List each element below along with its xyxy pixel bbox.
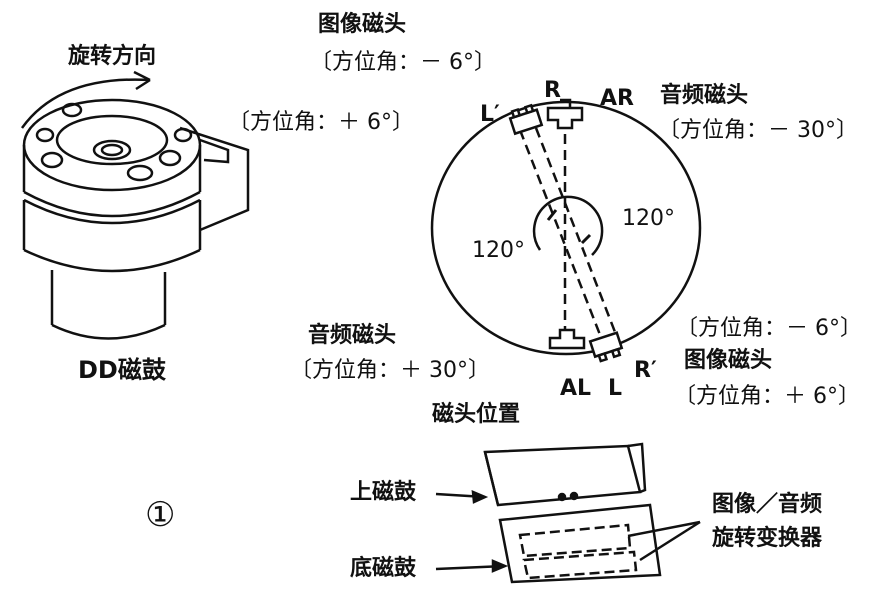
figure-number: ① xyxy=(145,495,176,535)
head-label-l-bottom: L xyxy=(608,376,623,401)
center-arc-arrows xyxy=(546,209,592,245)
head-position-title: 磁头位置 xyxy=(432,402,521,427)
drum-circle xyxy=(430,100,702,356)
video-head-top-angle: 〔方位角：－ 6°〕 xyxy=(310,50,496,75)
rotation-direction-label: 旋转方向 xyxy=(68,44,157,69)
lower-drum-plate xyxy=(498,503,662,584)
video-head-left-angle: 〔方位角：＋ 6°〕 xyxy=(228,110,414,135)
head-label-r-prime: R′ xyxy=(634,358,657,383)
video-head-bottom-label: 图像磁头 xyxy=(684,348,773,373)
pointer-transformer-2 xyxy=(639,520,701,562)
upper-drum-bottom xyxy=(23,190,201,218)
rotation-arrowhead xyxy=(133,70,151,91)
drum-side-block xyxy=(179,126,250,232)
head-al-shape xyxy=(548,328,586,350)
audio-head-bottom-label: 音频磁头 xyxy=(308,323,397,348)
pointer-transformer-1 xyxy=(627,520,701,538)
center-rotation-arc xyxy=(532,195,604,256)
drum-inner-ring xyxy=(55,114,169,166)
rotation-arrow-arc xyxy=(20,78,151,129)
motor-base-bottom xyxy=(51,323,166,340)
head-label-ar: AR xyxy=(600,86,634,111)
drum-center-hub xyxy=(92,139,132,161)
head-position-diagram xyxy=(430,98,702,363)
head-label-l-prime: L′ xyxy=(480,102,500,127)
drum-gap-line xyxy=(23,198,201,225)
upper-drum-label: 上磁鼓 xyxy=(350,480,417,505)
coil-groove-inner xyxy=(522,550,638,580)
drum-center-hole xyxy=(100,143,124,157)
dd-drum-illustration xyxy=(20,70,250,340)
right-angle-2: 〔方位角：＋ 6°〕 xyxy=(674,384,860,409)
head-label-r-top: R xyxy=(544,78,561,103)
head-l-prime-shape xyxy=(508,103,544,136)
rotary-transformer-illustration xyxy=(435,442,701,584)
dashed-line-l-r xyxy=(518,129,606,346)
audio-head-top-angle: 〔方位角：－ 30°〕 xyxy=(658,118,858,143)
coil-groove-outer xyxy=(518,523,632,558)
audio-head-top-label: 音频磁头 xyxy=(660,83,749,108)
audio-head-bottom-angle: 〔方位角：＋ 30°〕 xyxy=(290,358,490,383)
lower-drum-label: 底磁鼓 xyxy=(350,556,417,581)
video-head-top-label: 图像磁头 xyxy=(318,12,407,37)
head-r-prime-shape xyxy=(588,331,624,363)
head-r-top-shape xyxy=(546,106,584,130)
head-label-al: AL xyxy=(560,376,592,401)
drum-side-notch xyxy=(199,138,230,164)
transformer-label-line2: 旋转变换器 xyxy=(712,526,823,551)
lower-drum-bottom xyxy=(23,248,201,273)
transformer-label-line1: 图像／音频 xyxy=(712,492,823,517)
dd-drum-label: DD磁鼓 xyxy=(78,356,166,384)
angle-right-label: 120° xyxy=(622,206,675,231)
angle-left-label: 120° xyxy=(472,238,525,263)
right-angle-1: 〔方位角：－ 6°〕 xyxy=(676,316,862,341)
